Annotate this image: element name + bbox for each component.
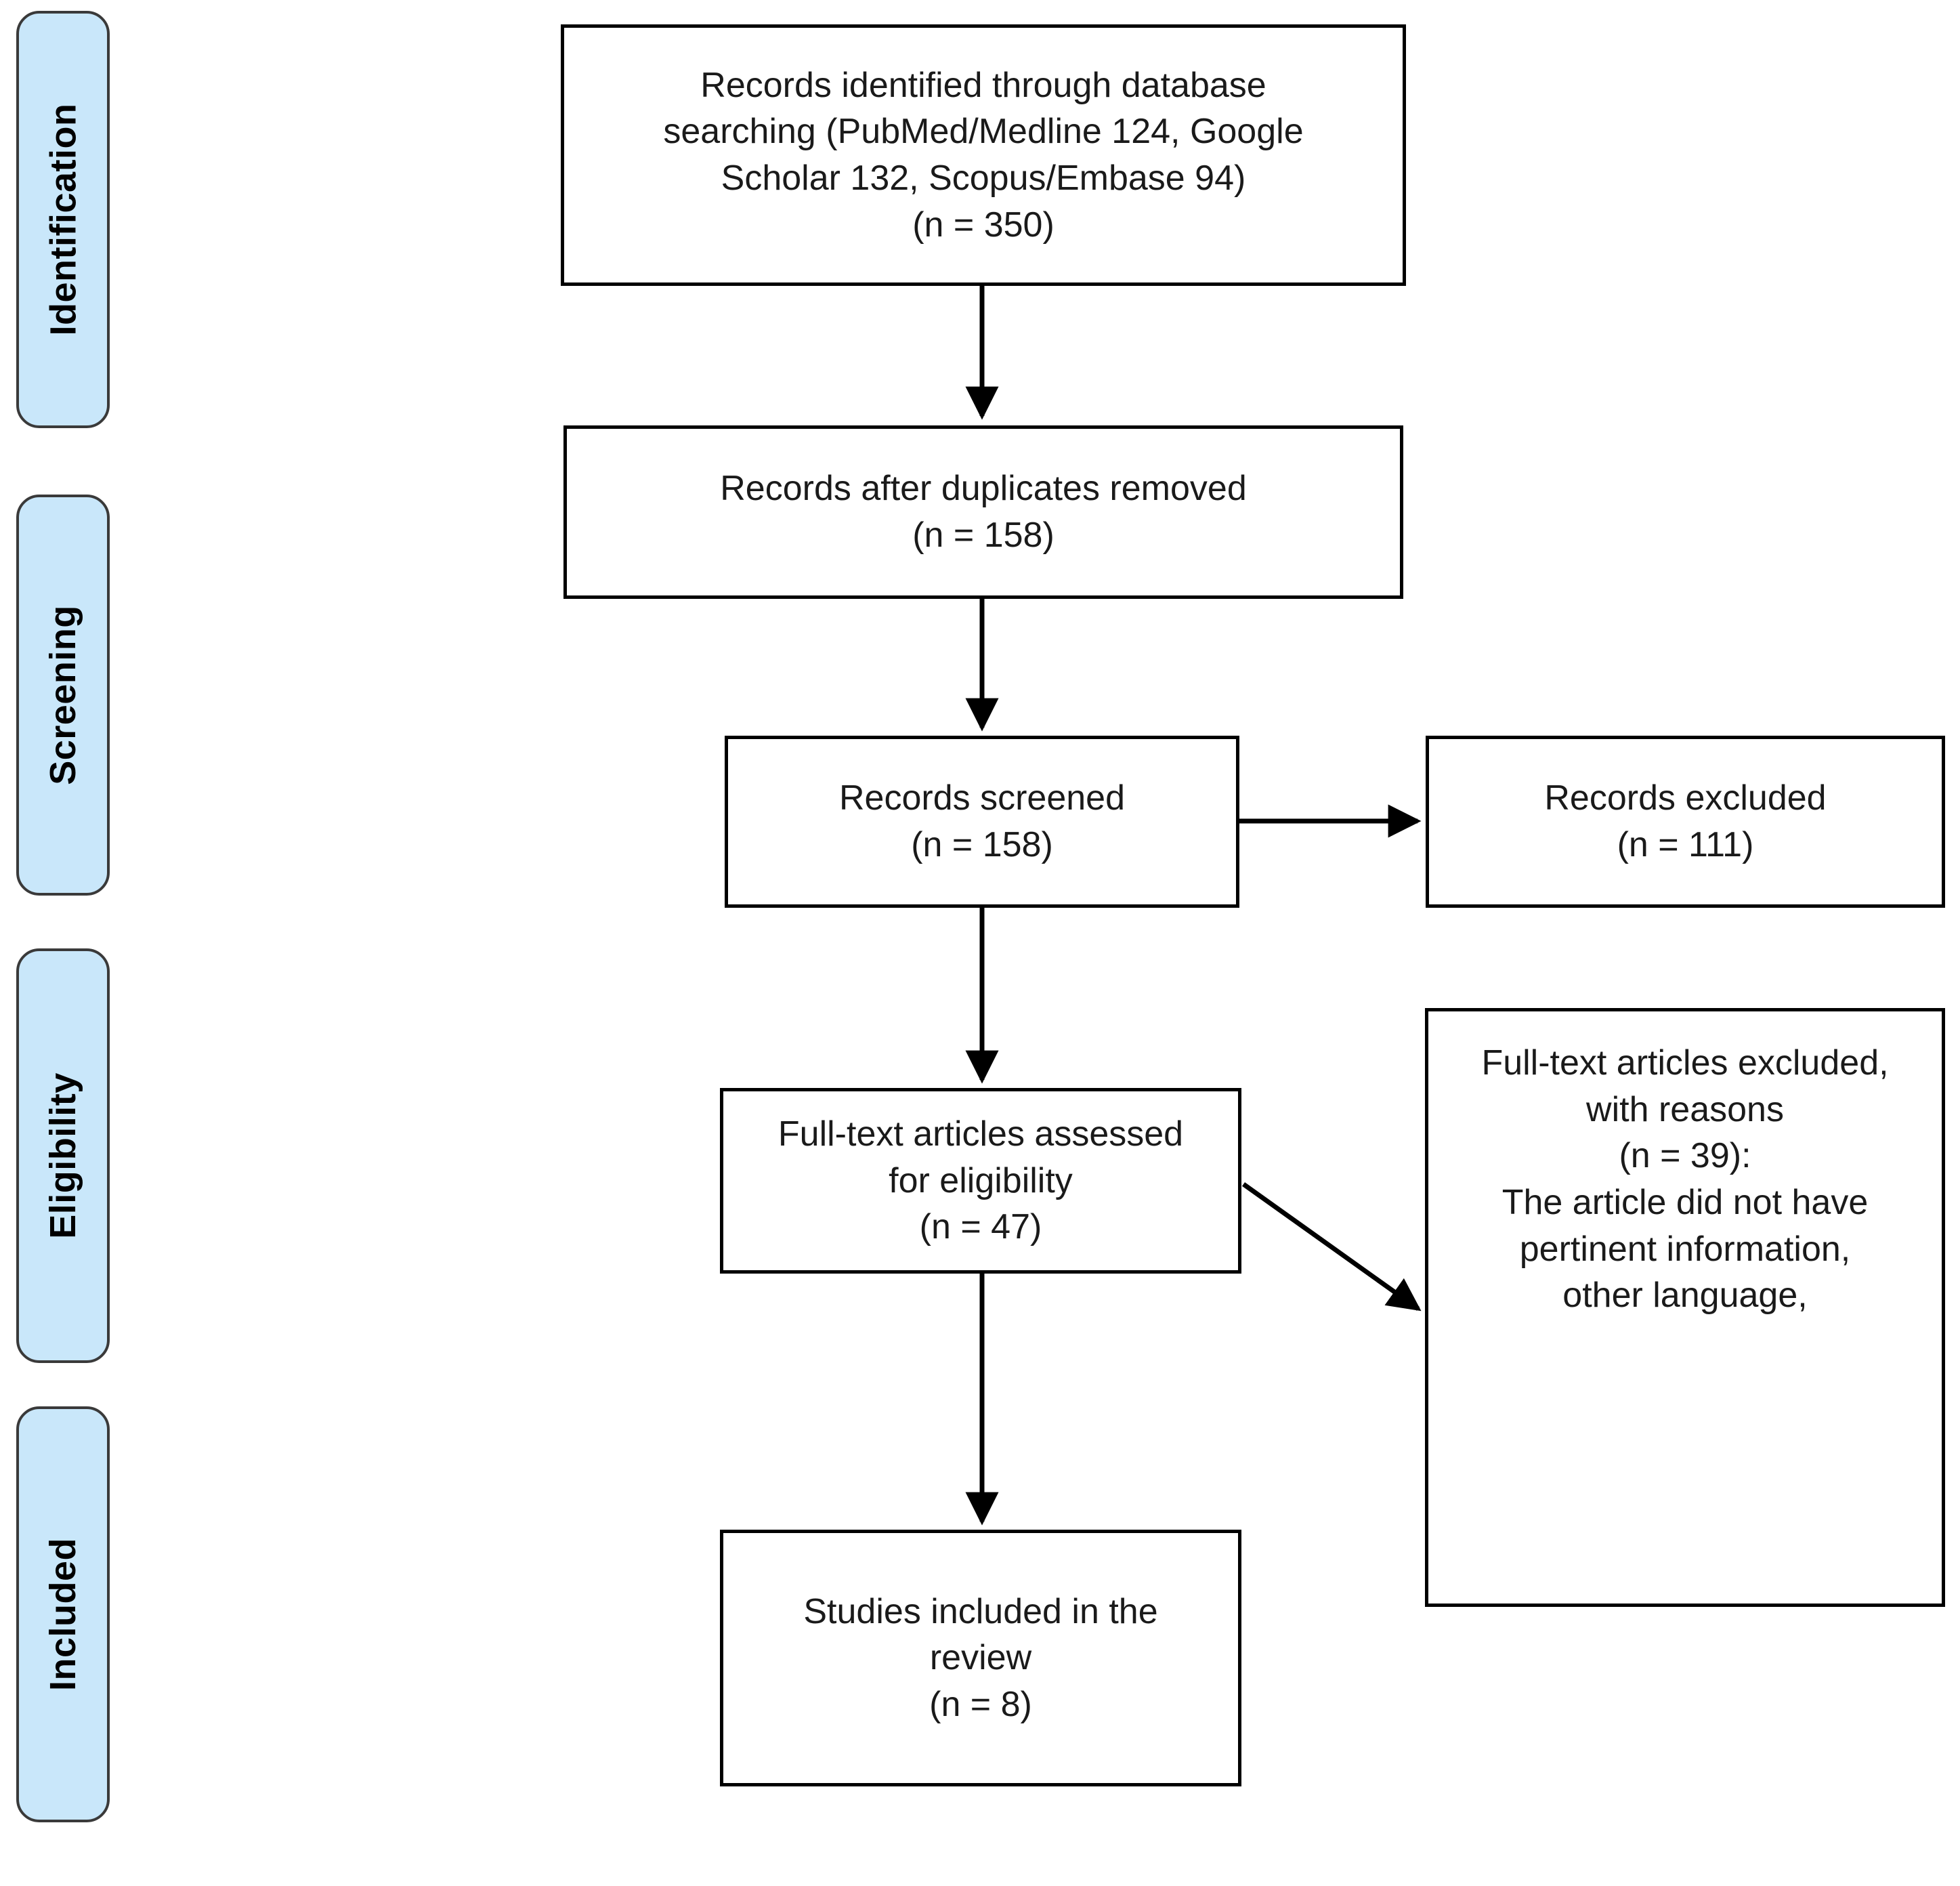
stage-tab-eligibility: Eligibility xyxy=(16,948,110,1363)
box-records-identified: Records identified through database sear… xyxy=(561,24,1406,286)
box-fulltext-assessed: Full-text articles assessed for eligibil… xyxy=(720,1088,1241,1274)
arrow-fulltext-to-ftexcluded xyxy=(1241,1182,1422,1312)
box-records-after-duplicates: Records after duplicates removed (n = 15… xyxy=(563,425,1403,599)
stage-label-screening: Screening xyxy=(43,605,83,785)
box-records-excluded-text: Records excluded (n = 111) xyxy=(1544,778,1827,864)
box-fulltext-assessed-text: Full-text articles assessed for eligibil… xyxy=(777,1114,1184,1247)
box-records-after-duplicates-text: Records after duplicates removed (n = 15… xyxy=(720,469,1247,555)
box-fulltext-excluded: Full-text articles excluded, with reason… xyxy=(1425,1008,1945,1607)
box-records-screened-text: Records screened (n = 158) xyxy=(839,778,1125,864)
stage-tab-screening: Screening xyxy=(16,495,110,896)
box-records-screened: Records screened (n = 158) xyxy=(725,736,1239,908)
stage-tab-identification: Identification xyxy=(16,11,110,428)
stage-label-eligibility: Eligibility xyxy=(43,1072,83,1239)
box-records-excluded: Records excluded (n = 111) xyxy=(1426,736,1945,908)
stage-label-included: Included xyxy=(43,1537,84,1692)
box-records-identified-text: Records identified through database sear… xyxy=(663,65,1304,245)
box-fulltext-excluded-text: Full-text articles excluded, with reason… xyxy=(1481,1043,1889,1316)
box-studies-included: Studies included in the review (n = 8) xyxy=(720,1530,1241,1786)
stage-label-identification: Identification xyxy=(43,103,83,336)
box-studies-included-text: Studies included in the review (n = 8) xyxy=(803,1591,1158,1724)
stage-tab-included: Included xyxy=(16,1406,110,1822)
